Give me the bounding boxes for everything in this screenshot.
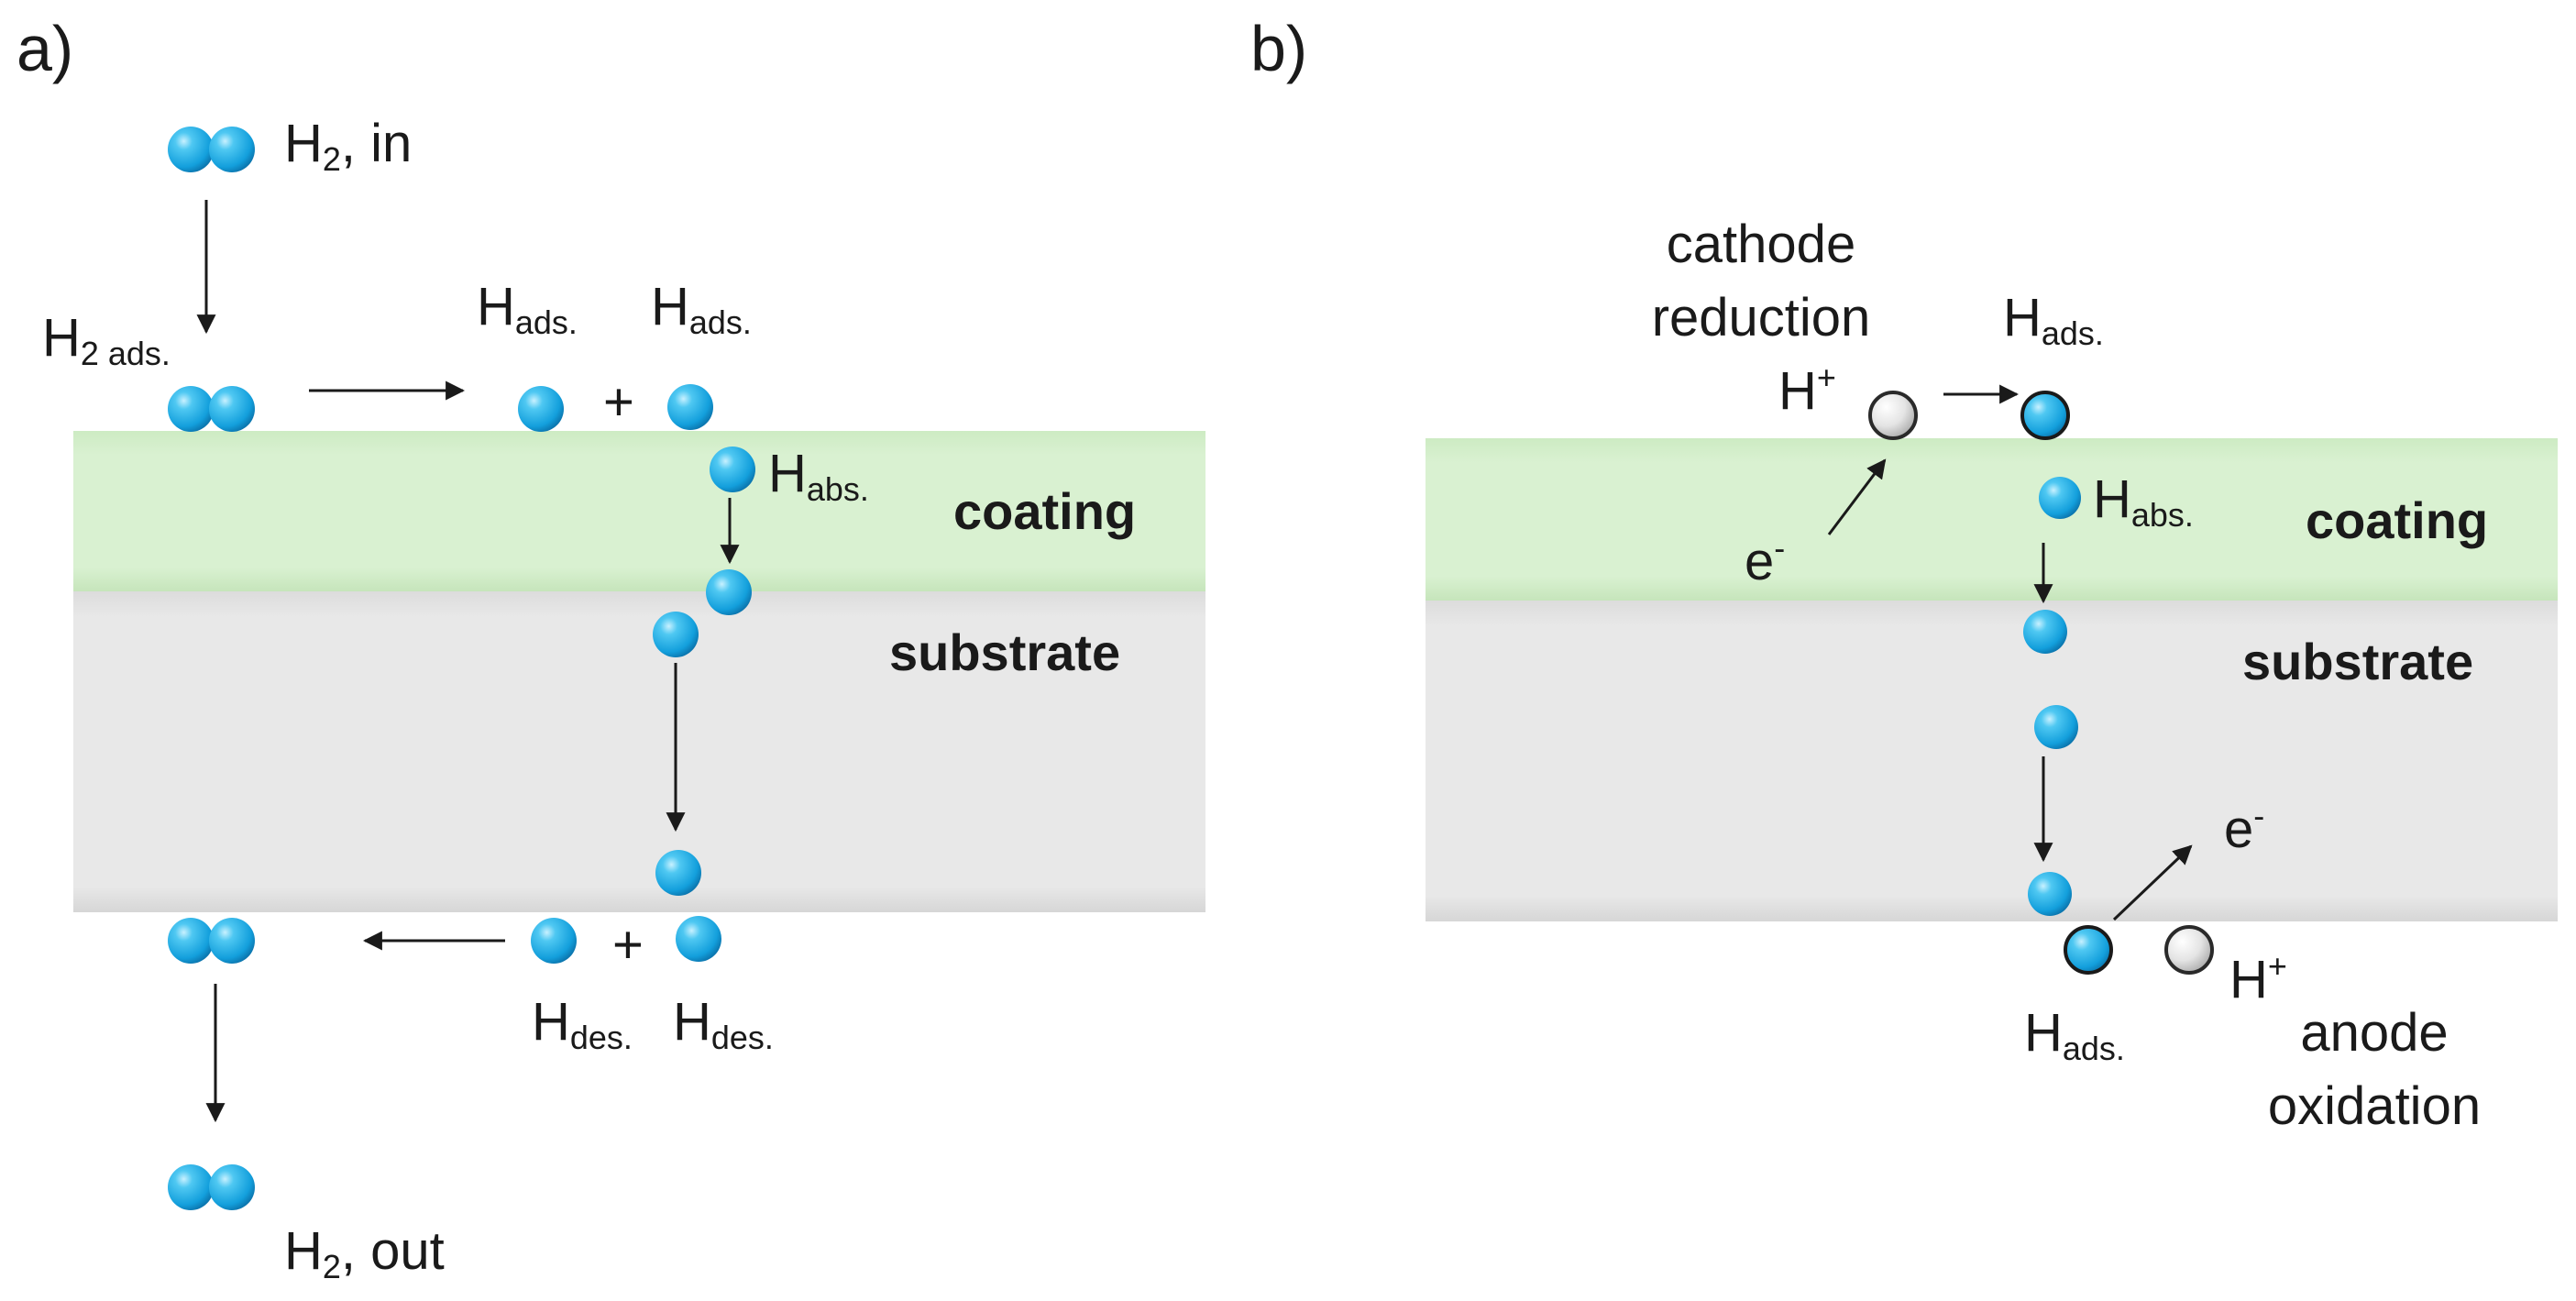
- h-ads-label-1: Hads.: [477, 277, 578, 342]
- proton-bottom-icon: [2164, 925, 2214, 975]
- h2-out-label: H2, out: [284, 1221, 445, 1286]
- h-atom-b-substrate-mid-icon: [2034, 705, 2078, 749]
- cathode-reduction-label: cathode reduction: [1651, 215, 1871, 347]
- h-des-atom-1-icon: [531, 918, 577, 964]
- plus-sign-top: +: [603, 372, 634, 432]
- h-ads-top-label: Hads.: [2003, 288, 2104, 353]
- h-abs-atom-icon: [710, 447, 755, 492]
- panel-a-label: a): [17, 13, 74, 84]
- h-ads-atom-1-icon: [518, 386, 564, 432]
- h-ads-top-atom-icon: [2020, 391, 2070, 440]
- substrate-label-a: substrate: [889, 623, 1121, 681]
- h2-ads-molecule-icon: [168, 386, 255, 432]
- h-atom-substrate-top-icon: [653, 612, 699, 657]
- h-atom-substrate-bottom-icon: [655, 850, 701, 896]
- h-atom-b-substrate-bottom-icon: [2028, 872, 2072, 916]
- substrate-layer-b: [1426, 601, 2558, 921]
- h-atom-interface-icon: [706, 569, 752, 615]
- h2-in-label: H2, in: [284, 114, 413, 179]
- h-plus-bottom-label: H+: [2229, 946, 2287, 1009]
- h-abs-b-label: Habs.: [2093, 469, 2194, 535]
- coating-label-a: coating: [953, 482, 1137, 540]
- coating-label-b: coating: [2306, 491, 2489, 549]
- h-atom-b-interface-icon: [2023, 610, 2067, 654]
- arrow-electron-out: [2112, 844, 2193, 921]
- plus-sign-bottom: +: [612, 915, 644, 975]
- h-abs-atom-b-icon: [2039, 477, 2081, 519]
- h-ads-label-2: Hads.: [651, 277, 752, 342]
- arrow-electron-in: [1827, 458, 1887, 535]
- h2-out-molecule-icon: [168, 1164, 255, 1210]
- panel-b-label: b): [1250, 13, 1308, 84]
- h2-des-molecule-icon: [168, 918, 255, 964]
- h2-ads-label: H2 ads.: [42, 308, 171, 373]
- electron-top-label: e-: [1745, 528, 1786, 591]
- h-des-label-1: Hdes.: [532, 992, 633, 1057]
- proton-top-icon: [1868, 391, 1918, 440]
- coating-layer-b: [1426, 438, 2558, 601]
- h-ads-atom-2-icon: [667, 384, 713, 430]
- h-des-atom-2-icon: [676, 916, 721, 962]
- h-des-label-2: Hdes.: [673, 992, 774, 1057]
- h2-in-molecule-icon: [168, 127, 255, 172]
- h-abs-label: Habs.: [768, 444, 869, 509]
- substrate-label-b: substrate: [2242, 633, 2474, 690]
- h-plus-top-label: H+: [1778, 358, 1836, 421]
- electron-bottom-label: e-: [2224, 796, 2265, 859]
- substrate-layer-a: [73, 591, 1205, 912]
- anode-oxidation-label: anode oxidation: [2267, 1003, 2482, 1136]
- coating-layer-a: [73, 431, 1205, 591]
- h-ads-bottom-atom-icon: [2064, 925, 2113, 975]
- h-ads-bottom-label: Hads.: [2024, 1003, 2125, 1068]
